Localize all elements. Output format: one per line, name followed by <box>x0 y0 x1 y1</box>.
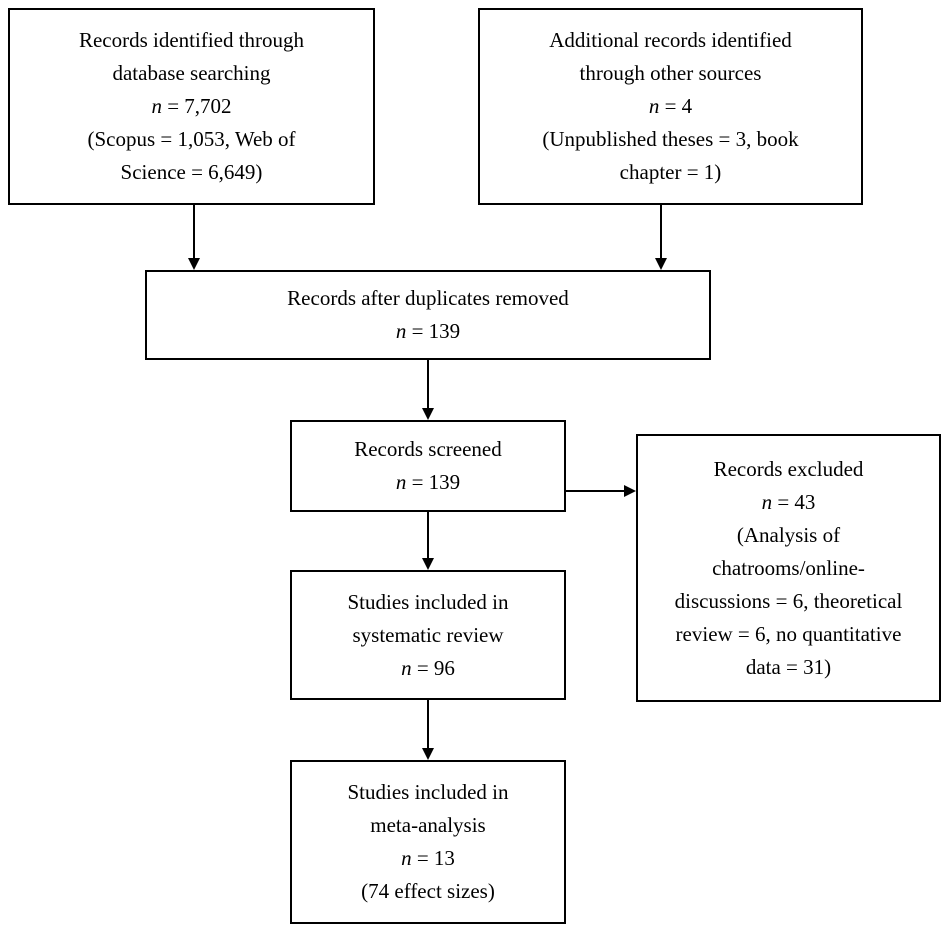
arrowhead-down-icon <box>422 748 434 760</box>
box-records-screened: Records screened n = 139 <box>290 420 566 512</box>
box-detail: (Unpublished theses = 3, book chapter = … <box>542 127 799 184</box>
arrowhead-down-icon <box>422 558 434 570</box>
n-value: = 4 <box>664 94 693 118</box>
box-studies-systematic-review: Studies included in systematic review n … <box>290 570 566 700</box>
n-symbol: n <box>401 655 412 680</box>
box-count: n = 139 <box>396 315 460 348</box>
arrow-duplicates-to-screened <box>427 360 429 409</box>
n-value: = 139 <box>411 319 461 343</box>
n-value: = 96 <box>416 655 455 680</box>
box-label: Studies included in systematic review <box>347 589 509 647</box>
box-detail: (Scopus = 1,053, Web of Science = 6,649) <box>87 127 296 184</box>
box-records-identified-other-sources: Additional records identified through ot… <box>478 8 863 205</box>
n-value: = 7,702 <box>167 94 232 118</box>
n-value: = 13 <box>416 846 455 870</box>
box-label: Records excluded <box>713 456 864 481</box>
n-symbol: n <box>151 94 162 118</box>
box-records-after-duplicates-removed: Records after duplicates removed n = 139 <box>145 270 711 360</box>
arrow-other-sources-to-duplicates <box>660 205 662 259</box>
arrow-screened-to-systematic-review <box>427 512 429 559</box>
box-label: Records identified through database sear… <box>78 28 305 85</box>
n-symbol: n <box>648 94 660 118</box>
box-studies-meta-analysis: Studies included in meta-analysis n = 13… <box>290 760 566 924</box>
arrowhead-down-icon <box>655 258 667 270</box>
box-label: Studies included in meta-analysis <box>347 780 509 837</box>
box-label: Records after duplicates removed <box>287 286 569 310</box>
box-count: n = 43 <box>762 486 816 519</box>
n-value: = 139 <box>411 470 461 494</box>
box-label: Additional records identified through ot… <box>549 28 792 85</box>
n-symbol: n <box>761 489 773 514</box>
box-count: n = 7,702 <box>151 90 231 123</box>
arrow-screened-to-excluded <box>566 490 625 492</box>
n-value: = 43 <box>777 489 816 514</box>
n-symbol: n <box>395 319 407 343</box>
box-detail: (Analysis of chatrooms/online- discussio… <box>674 522 903 679</box>
box-detail: (74 effect sizes) <box>361 879 495 903</box>
box-count: n = 4 <box>649 90 692 123</box>
n-symbol: n <box>395 470 407 494</box>
arrowhead-down-icon <box>188 258 200 270</box>
box-count: n = 13 <box>401 842 455 875</box>
box-records-excluded: Records excluded n = 43 (Analysis of cha… <box>636 434 941 702</box>
arrowhead-down-icon <box>422 408 434 420</box>
n-symbol: n <box>401 846 412 870</box>
box-count: n = 96 <box>401 652 455 685</box>
arrow-database-to-duplicates <box>193 205 195 259</box>
box-count: n = 139 <box>396 466 460 499</box>
arrow-systematic-review-to-meta-analysis <box>427 700 429 749</box>
arrowhead-right-icon <box>624 485 636 497</box>
box-label: Records screened <box>354 437 502 461</box>
box-records-identified-database: Records identified through database sear… <box>8 8 375 205</box>
